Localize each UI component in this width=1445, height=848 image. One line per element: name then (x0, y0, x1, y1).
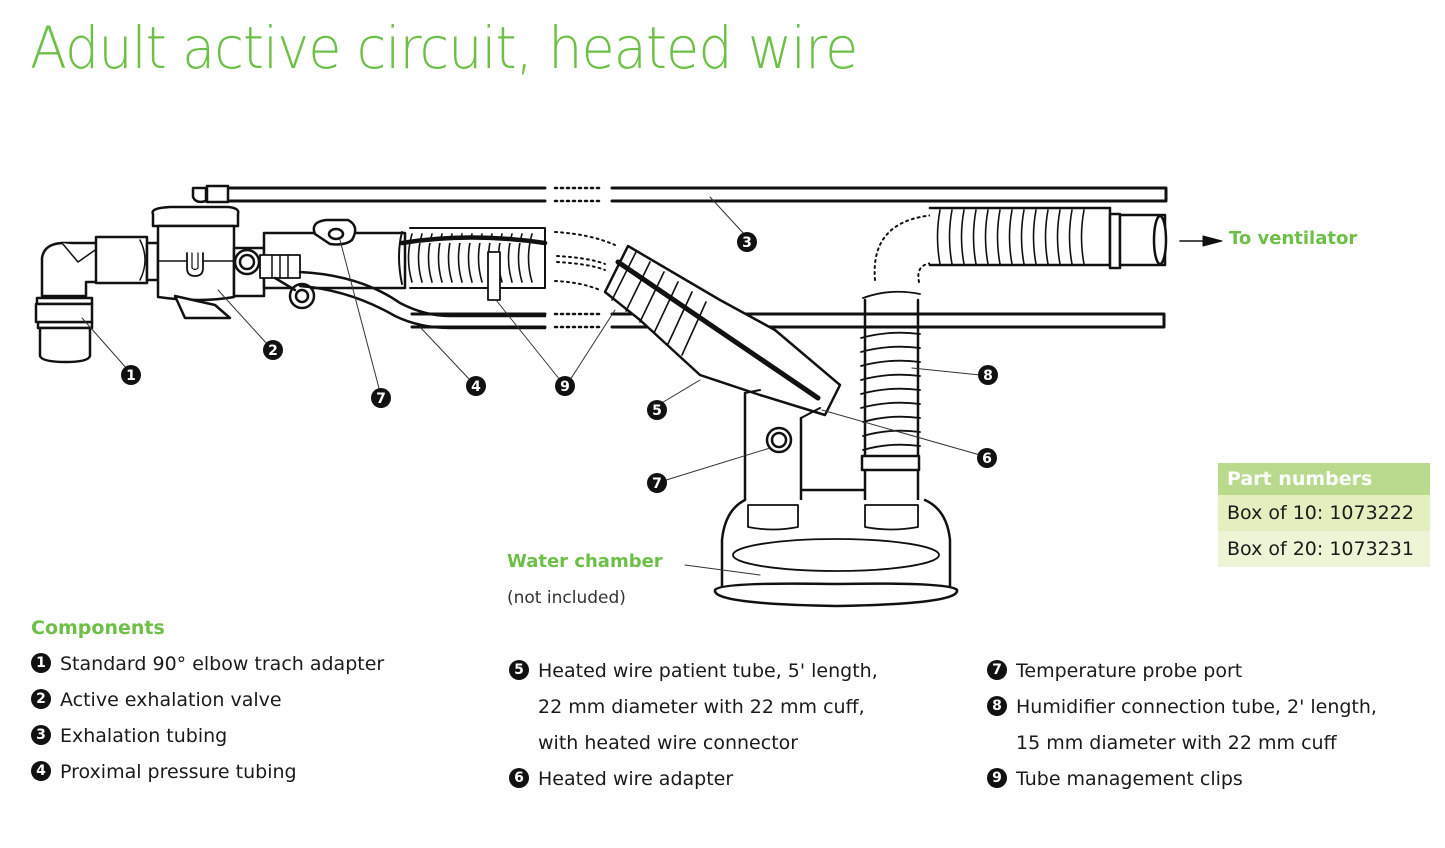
part-numbers-header: Part numbers (1218, 463, 1430, 495)
heated-wire-adapter (743, 389, 821, 507)
number-badge: 6 (509, 768, 529, 788)
svg-text:2: 2 (268, 343, 278, 359)
svg-text:7: 7 (652, 476, 662, 492)
part-number-row: Box of 10: 1073222 (1218, 495, 1430, 531)
svg-text:4: 4 (471, 379, 481, 395)
number-badge: 1 (31, 653, 51, 673)
number-badge: 4 (31, 761, 51, 781)
corrugated-tube-left (398, 227, 548, 301)
svg-text:1: 1 (126, 368, 136, 384)
water-chamber-note: (not included) (507, 588, 626, 608)
callout-7b: 7 (647, 473, 667, 493)
proximal-pressure-tubing (298, 270, 547, 330)
to-ventilator-label: To ventilator (1229, 228, 1358, 249)
callout-1: 1 (121, 365, 141, 385)
leader-lines (81, 196, 981, 576)
number-badge: 8 (987, 696, 1007, 716)
water-chamber-label: Water chamber (507, 551, 663, 572)
callout-2: 2 (263, 340, 283, 360)
number-badge: 5 (509, 660, 529, 680)
number-badge: 9 (987, 768, 1007, 788)
callout-4: 4 (466, 376, 486, 396)
number-badge: 3 (31, 725, 51, 745)
svg-text:9: 9 (560, 379, 570, 395)
exhalation-tubing (226, 186, 1168, 203)
svg-text:6: 6 (982, 451, 992, 467)
part-number-row: Box of 20: 1073231 (1218, 531, 1430, 567)
svg-text:8: 8 (983, 368, 993, 384)
components-heading: Components (31, 617, 165, 639)
svg-text:3: 3 (742, 235, 752, 251)
heated-wire-patient-tube (603, 244, 842, 417)
humidifier-connection-tube (800, 206, 1168, 507)
callout-6: 6 (977, 448, 997, 468)
water-chamber (713, 498, 959, 608)
number-badge: 2 (31, 689, 51, 709)
callout-8: 8 (978, 365, 998, 385)
page-title: Adult active circuit, heated wire (30, 14, 858, 82)
callout-7a: 7 (371, 388, 391, 408)
number-badge: 7 (987, 660, 1007, 680)
exhalation-valve (151, 184, 240, 320)
svg-text:7: 7 (376, 391, 386, 407)
callout-badges: 1 2 3 4 5 6 7 7 8 9 (121, 232, 998, 493)
callout-5: 5 (647, 400, 667, 420)
svg-text:5: 5 (652, 403, 662, 419)
part-numbers-table: Part numbers Box of 10: 1073222 Box of 2… (1218, 463, 1430, 567)
elbow-trach-adapter (34, 241, 100, 364)
callout-9: 9 (555, 376, 575, 396)
callout-3: 3 (737, 232, 757, 252)
